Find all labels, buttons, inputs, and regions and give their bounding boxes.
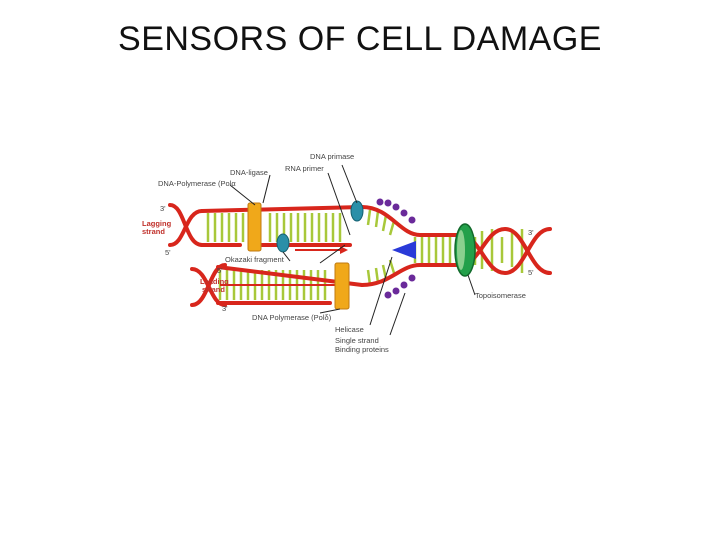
dna-ligase-shape: [276, 233, 290, 253]
label-dna-polymerase-alpha: DNA-Polymerase (Polα: [158, 179, 236, 188]
label-3prime-top-left: 3': [160, 204, 166, 213]
label-dna-primase: DNA primase: [310, 152, 354, 161]
label-dna-polymerase-delta: DNA Polymerase (Polδ): [252, 313, 332, 322]
slide-title: SENSORS OF CELL DAMAGE: [118, 20, 602, 58]
backbone-lagging-left-b: [168, 209, 204, 247]
label-rna-primer: RNA primer: [285, 164, 324, 173]
leader-lines: [229, 164, 476, 336]
label-5prime-top-left: 5': [165, 248, 171, 257]
label-leading-strand-2: strand: [202, 285, 225, 294]
topoisomerase-highlight: [457, 230, 465, 270]
dna-primase-shape: [350, 200, 364, 222]
backbone-fork-bottom: [360, 263, 462, 287]
label-okazaki-fragment: Okazaki fragment: [225, 255, 285, 264]
label-5prime-bottom-left: 5': [217, 266, 223, 275]
dna-polymerase-alpha-block: [247, 202, 262, 252]
dna-polymerase-delta-block: [334, 262, 350, 310]
backbone-fork-top: [360, 205, 462, 237]
label-3prime-right: 3': [528, 228, 534, 237]
label-dna-ligase: DNA-ligase: [230, 168, 268, 177]
label-ssb-1: Single strand: [335, 336, 379, 345]
backbone-lagging-top: [200, 205, 364, 213]
dna-replication-illustration: DNA primase RNA primer DNA-ligase DNA-Po…: [142, 152, 552, 354]
label-helicase: Helicase: [335, 325, 364, 334]
label-lagging-strand-2: strand: [142, 227, 165, 236]
label-ssb-2: Binding proteins: [335, 345, 389, 354]
single-strand-binding-proteins: [376, 198, 416, 299]
base-pair-rungs-lagging: [206, 213, 342, 242]
helicase-shape: [392, 241, 416, 259]
label-topoisomerase: Topoisomerase: [475, 291, 526, 300]
label-leading-strand-1: Leading: [200, 277, 229, 286]
label-5prime-right: 5': [528, 268, 534, 277]
label-lagging-strand-1: Lagging: [142, 219, 172, 228]
dna-replication-diagram: DNA primase RNA primer DNA-ligase DNA-Po…: [130, 145, 570, 365]
label-3prime-bottom-left: 3': [222, 304, 228, 313]
